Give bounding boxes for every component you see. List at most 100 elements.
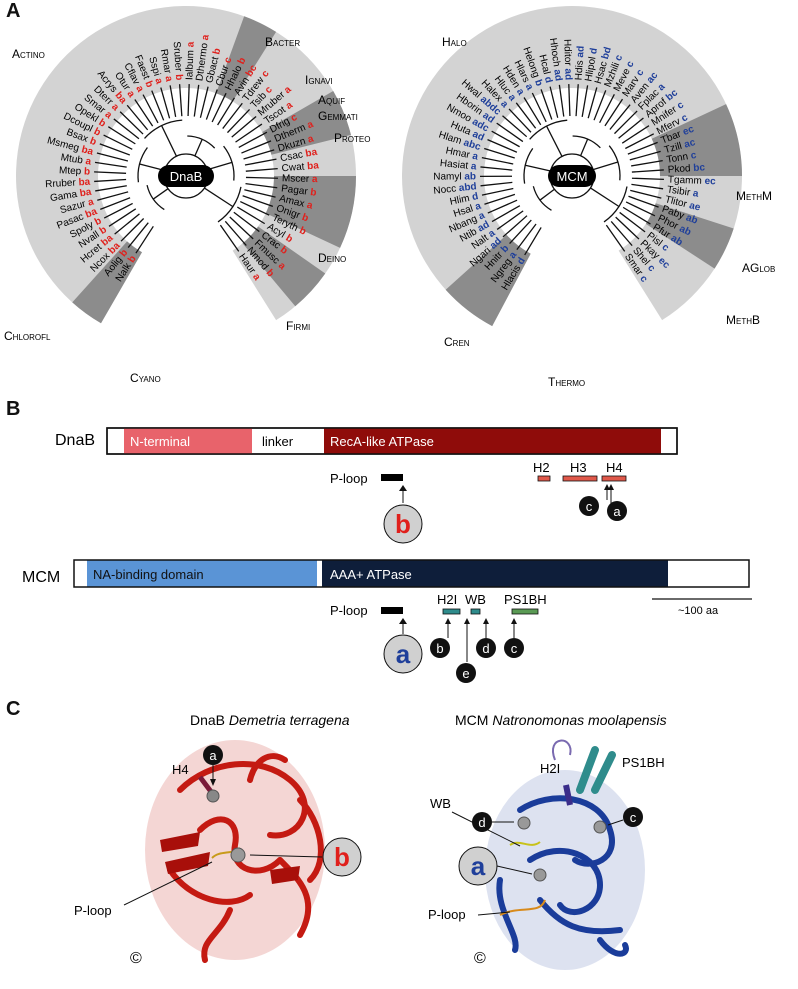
tree-branch (625, 201, 656, 217)
group-ignavi: Ignavi (305, 73, 333, 87)
tree-leaf: Csac ba (279, 146, 318, 164)
tree-branch (587, 87, 598, 119)
dnab-atpase-domain (324, 428, 661, 454)
dnab-marker-c (579, 496, 599, 516)
dnab-marker-a-text: a (613, 504, 621, 519)
tree-branch (238, 131, 268, 149)
mcm-bar (74, 560, 749, 587)
dnab-marker-a (607, 501, 627, 521)
dnab-h4-label: H4 (606, 460, 623, 475)
group-firmi: Firmi (286, 319, 310, 333)
tree-branch (226, 109, 251, 134)
group-bacter: Bacter (265, 35, 300, 49)
mcm-nabind-label: NA-binding domain (93, 567, 204, 582)
mcm-struct-marker-d (472, 812, 492, 832)
dnab-center-label: DnaB (170, 169, 203, 184)
tree-branch (628, 195, 659, 208)
tree-leaf: Tsibir a (666, 184, 699, 199)
mcm-h2i-label: H2I (437, 592, 457, 607)
tree-branch (107, 126, 136, 145)
dnab-nterm-label: N-terminal (130, 434, 190, 449)
panel-b-label: B (6, 398, 21, 420)
tree-branch (95, 185, 127, 192)
dnab-h2-motif (537, 475, 551, 482)
mcm-h2i-struct-label: H2I (540, 761, 560, 776)
tree-branch (94, 178, 127, 183)
group-methm: MethM (736, 189, 772, 203)
tree-branch (114, 213, 140, 235)
tree-branch (615, 216, 640, 240)
tree-branch (631, 169, 664, 173)
dnab-h3-motif (562, 475, 598, 482)
tree-leaf: Nocc abd (433, 181, 477, 197)
tree-branch (233, 211, 260, 233)
tree-branch (487, 199, 518, 214)
tree-branch (605, 224, 626, 252)
tree-branch (509, 219, 532, 245)
tree-branch (480, 166, 513, 171)
tree-leaf: Tzill ac (663, 137, 697, 156)
mcm-scale-label: ~100 aa (678, 605, 719, 617)
dnab-h4-motif (601, 475, 627, 482)
mcm-marker-c (504, 638, 524, 658)
dnab-struct-marker-b (322, 837, 362, 877)
tree-branch (245, 183, 278, 189)
mcm-marker-b (430, 638, 450, 658)
tree-leaf: Pagar b (280, 183, 317, 198)
tree-branch (245, 168, 278, 172)
tree-branch (484, 147, 515, 159)
dnab-structure-title: DnaB Demetria terragena (190, 712, 350, 728)
tree-leaf: Hditor ad (562, 39, 574, 80)
dnab-ploop-struct-label: P-loop (74, 903, 112, 918)
tree-branch (229, 216, 254, 240)
mcm-nabind-domain (87, 560, 317, 587)
tree-branch (502, 115, 528, 138)
tree-branch (609, 104, 631, 130)
tree-leaf: Hdis ad (573, 45, 586, 80)
tree-branch (103, 202, 133, 219)
tree-leaf: Tlitor ae (664, 194, 702, 213)
mcm-row-label: MCM (22, 569, 60, 586)
tree-branch (113, 118, 140, 140)
tree-branch (96, 152, 129, 162)
mcm-struct-marker-c (623, 807, 643, 827)
tree-leaf: Hcal d (537, 53, 555, 84)
tree-branch (151, 90, 165, 121)
dnab-h4-struct-label: H4 (172, 762, 189, 777)
tree-branch (625, 133, 655, 150)
tree-branch (241, 140, 272, 154)
tree-branch (178, 84, 183, 117)
dnab-h2-label: H2 (533, 460, 550, 475)
tree-branch (581, 85, 589, 117)
tree-branch (599, 94, 615, 124)
mcm-ps1bh-label: PS1BH (504, 592, 547, 607)
tree-branch (219, 224, 240, 252)
tree-branch (481, 156, 514, 165)
tree-branch (496, 122, 524, 143)
tree-branch (160, 87, 171, 119)
tree-branch (484, 193, 516, 205)
tree-clade (532, 186, 552, 211)
tree-branch (593, 90, 607, 121)
mcm-marker-e-text: e (462, 666, 469, 681)
tree-branch (627, 141, 658, 155)
mcm-marker-d-text: d (482, 641, 489, 656)
tree-branch (187, 84, 190, 117)
tree-leaf: Hhoch ad (547, 37, 564, 81)
tree-branch (119, 111, 144, 135)
tree-leaf: Tgamm ec (668, 174, 717, 187)
tree-branch (243, 149, 275, 160)
tree-branch (631, 177, 664, 181)
tree-branch (540, 89, 553, 120)
mcm-wb-label: WB (465, 592, 486, 607)
mcm-ploop-motif (381, 607, 403, 614)
dnab-ploop-motif (381, 474, 403, 481)
tree-branch (618, 117, 644, 139)
tree-branch (94, 161, 127, 168)
tree-branch (491, 130, 520, 148)
tree-branch (629, 150, 661, 161)
dnab-structure (145, 740, 325, 963)
tree-leaf: Mtep b (59, 165, 91, 177)
mcm-ps1bh-motif (511, 608, 539, 615)
